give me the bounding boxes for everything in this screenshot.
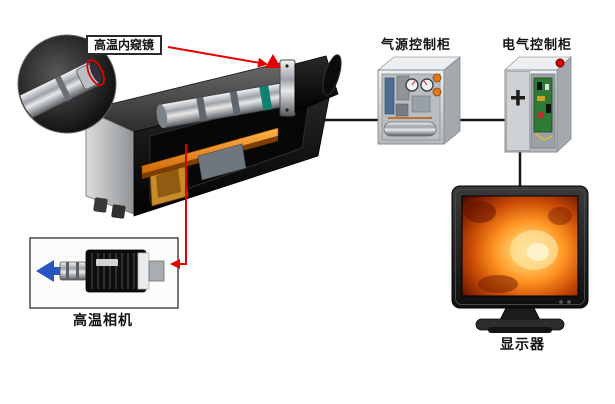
monitor-neck <box>499 307 541 321</box>
camera-rear-connector <box>148 260 165 282</box>
board-chip <box>537 112 543 118</box>
lens-cap <box>322 54 342 96</box>
housing-foot <box>93 197 108 213</box>
furnace-shadow <box>464 201 496 223</box>
wiring <box>535 133 553 141</box>
camera-pointer-line <box>170 144 187 269</box>
camera-box <box>29 237 179 309</box>
flange-bolt <box>285 64 289 68</box>
endoscope-label: 高温内窥镜 <box>86 35 163 56</box>
monitor <box>451 185 589 333</box>
monitor-button <box>559 300 563 304</box>
filter-column <box>384 77 395 115</box>
board-chip <box>545 84 549 90</box>
air-control-cabinet <box>376 56 462 145</box>
probe-tip-highlight-ring <box>86 59 105 87</box>
endoscope-housing <box>84 54 342 219</box>
air-cabinet-label: 气源控制柜 <box>381 37 452 52</box>
monitor-base-lip <box>488 327 552 333</box>
board-chip <box>537 82 542 90</box>
blue-left-arrow-icon <box>36 260 54 282</box>
furnace-shadow <box>548 207 572 225</box>
monitor-bezel-bevel <box>455 189 585 305</box>
gauge-needle <box>423 80 428 86</box>
housing-foot <box>111 204 126 219</box>
lens-tube-ring <box>76 262 79 280</box>
door-vent-cross <box>516 90 520 106</box>
valve-block <box>395 103 409 117</box>
lens-tube-ring <box>66 262 69 280</box>
camera-logo-plate <box>96 259 118 266</box>
emergency-stop-button <box>555 58 565 68</box>
endoscope-pointer-line <box>167 46 268 68</box>
monitor-button <box>567 300 571 304</box>
mount-bracket <box>197 143 247 181</box>
flange-bolt <box>285 108 289 112</box>
air-cabinet-side <box>443 56 461 145</box>
blue-left-arrow-tail <box>54 267 62 275</box>
camera-lens-tube <box>59 261 87 281</box>
cabinet-door <box>506 71 530 151</box>
board-chip <box>537 96 545 101</box>
electric-control-cabinet <box>503 56 573 153</box>
endoscope-probe <box>19 59 105 123</box>
valve-block <box>411 95 431 113</box>
probe-tube <box>156 82 289 129</box>
endoscope-inset <box>17 34 117 134</box>
monitor-label: 显示器 <box>500 336 545 352</box>
furnace-hotspot <box>527 243 549 261</box>
valve-knob <box>432 73 442 83</box>
flange-plate <box>279 59 296 117</box>
air-tank <box>383 121 437 137</box>
gauge-needle <box>411 80 416 86</box>
camera-label-strip <box>137 252 150 290</box>
furnace-shadow <box>478 275 518 293</box>
circuit-board <box>533 77 553 133</box>
board-chip <box>546 104 551 113</box>
electric-cabinet-side <box>556 56 572 153</box>
electric-cabinet-label: 电气控制柜 <box>502 37 573 52</box>
gearbox-part-inner <box>156 168 181 198</box>
camera-label: 高温相机 <box>73 312 133 328</box>
valve-knob <box>432 87 442 97</box>
red-up-arrow-icon <box>265 54 281 68</box>
